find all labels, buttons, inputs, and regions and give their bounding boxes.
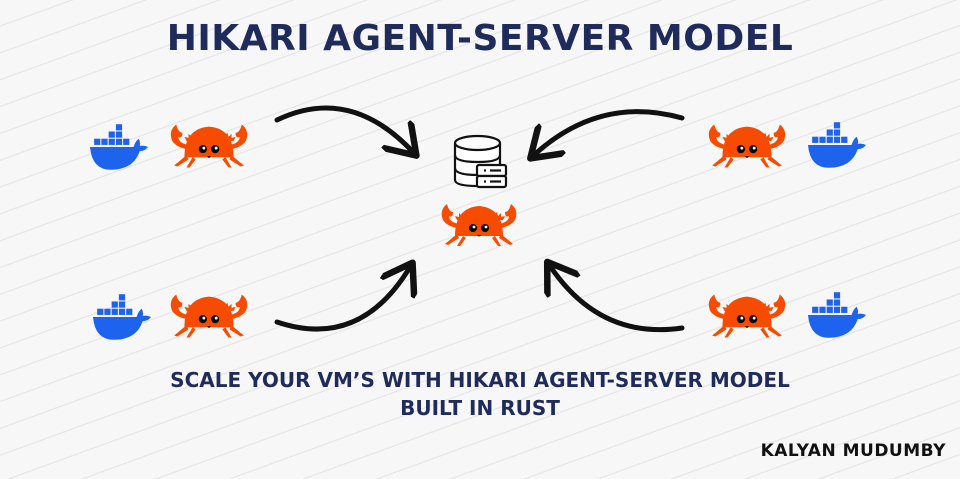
rust-crab-icon bbox=[170, 124, 248, 168]
docker-icon bbox=[93, 294, 151, 340]
database-server-icon bbox=[453, 134, 508, 189]
docker-icon bbox=[90, 124, 148, 170]
rust-crab-icon bbox=[170, 294, 248, 338]
arrow-icon bbox=[550, 266, 685, 333]
rust-crab-icon bbox=[708, 124, 786, 168]
rust-crab-icon bbox=[708, 294, 786, 338]
docker-icon bbox=[808, 292, 866, 338]
rust-crab-icon bbox=[441, 204, 517, 246]
author-name: KALYAN MUDUMBY bbox=[760, 441, 946, 461]
subtitle-line-2: BUILT IN RUST bbox=[400, 396, 560, 420]
docker-icon bbox=[808, 122, 866, 168]
subtitle-line-1: SCALE YOUR VM’S WITH HIKARI AGENT-SERVER… bbox=[170, 368, 790, 392]
arrow-icon bbox=[274, 105, 413, 152]
page-title: HIKARI AGENT-SERVER MODEL bbox=[166, 18, 794, 59]
arrow-icon bbox=[274, 267, 410, 332]
arrow-icon bbox=[534, 109, 685, 155]
